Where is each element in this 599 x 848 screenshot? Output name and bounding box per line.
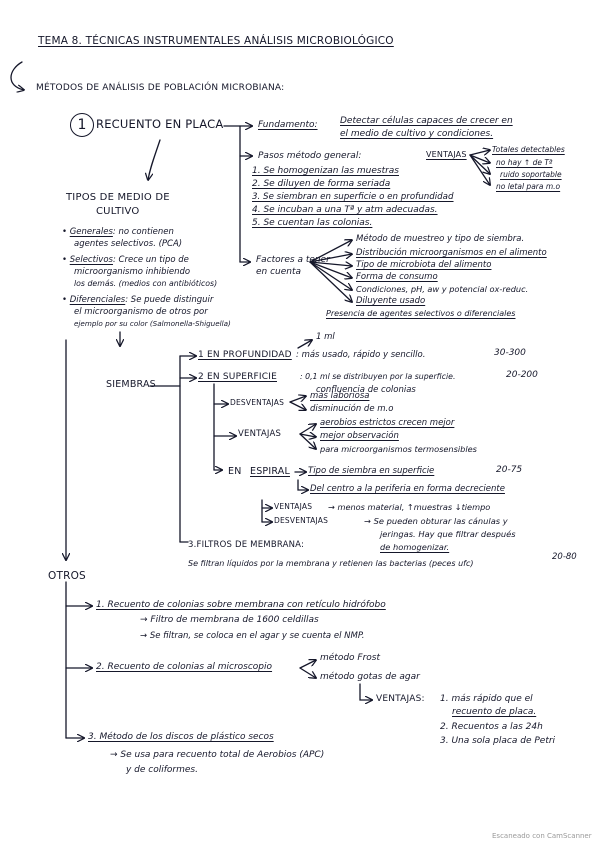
superficie-text: : 0,1 ml se distribuyen por la superfici… [300, 372, 456, 381]
selectivos-line-2: microorganismo inhibiendo [74, 267, 191, 277]
filtros-range: 20-80 [552, 552, 577, 562]
microscopio-ventaja-1b: recuento de placa. [452, 707, 537, 717]
superficie-ventaja-1: aerobios estrictos crecen mejor [320, 418, 455, 428]
superficie-line-2: confluencia de colonias [316, 385, 416, 395]
microscopio-ventajas-label: VENTAJAS: [376, 694, 425, 704]
superficie-range: 20-200 [506, 370, 538, 380]
profundidad-range: 30-300 [494, 348, 526, 358]
diferenciales-line-3: ejemplo por su color (Salmonella-Shiguel… [74, 319, 231, 328]
ventaja-3: ruido soportable [500, 170, 562, 179]
microscopio-method-2: método gotas de agar [320, 672, 420, 682]
tipo-diferenciales: • Diferenciales: Se puede distinguir [62, 295, 214, 305]
scanner-watermark: Escaneado con CamScanner [492, 832, 592, 840]
selectivos-label: Selectivos [69, 255, 113, 265]
factor-3: Tipo de microbiota del alimento [356, 260, 492, 270]
superficie-desventaja-2: disminución de m.o [310, 404, 394, 414]
page-title: TEMA 8. TÉCNICAS INSTRUMENTALES ANÁLISIS… [38, 35, 394, 47]
diferenciales-text: : Se puede distinguir [125, 295, 214, 305]
otros-item-1-sub-2: → Se filtran, se coloca en el agar y se … [140, 631, 365, 641]
espiral-text: Tipo de siembra en superficie [308, 466, 435, 476]
section-number: 1 [77, 117, 87, 133]
ventaja-4: no letal para m.o [496, 182, 561, 191]
superficie-ventaja-3: para microorganismos termosensibles [320, 444, 477, 454]
espiral-desventaja-3: de homogenizar. [380, 542, 450, 552]
paso-1: 1. Se homogenizan las muestras [252, 166, 399, 176]
superficie-desventajas-label: DESVENTAJAS [230, 398, 285, 407]
one-ml-label: 1 ml [316, 332, 335, 342]
recuento-heading: RECUENTO EN PLACA [96, 117, 224, 131]
ventaja-2: no hay ↑ de Tª [496, 158, 553, 167]
espiral-label: ESPIRAL [250, 466, 290, 477]
ventaja-1: Totales detectables [492, 145, 565, 154]
paso-2: 2. Se diluyen de forma seriada [252, 179, 391, 189]
espiral-desventaja-1: → Se pueden obturar las cánulas y [364, 516, 508, 526]
factor-6: Diluyente usado [356, 296, 426, 306]
otros-item-1: 1. Recuento de colonias sobre membrana c… [96, 600, 386, 610]
espiral-range: 20-75 [496, 465, 523, 475]
selectivos-line-3: los demás. (medios con antibióticos) [74, 279, 218, 288]
tipos-heading-2: CULTIVO [96, 206, 140, 217]
siembras-heading: SIEMBRAS [106, 379, 156, 390]
ventajas-label: VENTAJAS [426, 150, 467, 159]
diferenciales-line-2: el microorganismo de otros por [74, 307, 208, 317]
espiral-line-2: Del centro a la periferia en forma decre… [310, 484, 505, 494]
profundidad-text: : más usado, rápido y sencillo. [296, 350, 426, 360]
otros-item-3: 3. Método de los discos de plástico seco… [88, 732, 274, 742]
otros-item-3-sub-1: → Se usa para recuento total de Aerobios… [110, 750, 325, 760]
profundidad-label: 1 EN PROFUNDIDAD [198, 350, 292, 360]
factor-7: Presencia de agentes selectivos o difere… [326, 309, 516, 318]
fundamento-label: Fundamento: [258, 120, 318, 130]
factor-5: Condiciones, pH, aw y potencial ox-reduc… [356, 284, 529, 294]
fundamento-line-2: el medio de cultivo y condiciones. [340, 129, 494, 139]
espiral-prefix: EN [228, 466, 242, 477]
espiral-desventajas-label: DESVENTAJAS [274, 516, 329, 525]
superficie-ventajas-label: VENTAJAS [238, 429, 282, 439]
microscopio-method-1: método Frost [320, 653, 381, 663]
otros-item-2: 2. Recuento de colonias al microscopio [96, 662, 273, 672]
tipos-heading-1: TIPOS DE MEDIO DE [66, 192, 170, 203]
otros-heading: OTROS [48, 570, 86, 582]
factor-2: Distribución microorganismos en el alime… [356, 248, 547, 258]
pasos-label: Pasos método general: [258, 151, 362, 161]
fundamento-line-1: Detectar células capaces de crecer en [340, 116, 513, 126]
selectivos-text: : Crece un tipo de [112, 255, 189, 265]
superficie-label: 2 EN SUPERFICIE [198, 372, 277, 382]
tipo-selectivos: • Selectivos: Crece un tipo de [62, 255, 189, 265]
factor-4: Forma de consumo [356, 272, 438, 282]
espiral-ventajas-label: VENTAJAS [274, 502, 313, 511]
superficie-ventaja-2: mejor observación [320, 431, 399, 441]
factor-1: Método de muestreo y tipo de siembra. [356, 234, 525, 244]
generales-label: Generales [69, 227, 113, 237]
espiral-desventaja-2: jeringas. Hay que filtrar después [380, 529, 516, 539]
generales-line-2: agentes selectivos. (PCA) [74, 239, 183, 249]
espiral-ventajas-text: → menos material, ↑muestras ↓tiempo [328, 502, 491, 512]
superficie-desventaja-1: más laboriosa [310, 391, 370, 401]
filtros-text: Se filtran líquidos por la membrana y re… [188, 559, 474, 568]
otros-item-1-sub-1: → Filtro de membrana de 1600 celdillas [140, 615, 319, 625]
diferenciales-label: Diferenciales [69, 295, 126, 305]
microscopio-ventaja-3: 3. Una sola placa de Petri [440, 736, 556, 746]
generales-text: : no contienen [112, 227, 174, 237]
microscopio-ventaja-1: 1. más rápido que el [440, 694, 533, 704]
factores-label-1: Factores a tener [256, 255, 330, 265]
paso-3: 3. Se siembran en superficie o en profun… [252, 192, 454, 202]
paso-5: 5. Se cuentan las colonias. [252, 218, 373, 228]
section-number-circle: 1 [70, 113, 94, 137]
microscopio-ventaja-2: 2. Recuentos a las 24h [440, 722, 543, 732]
filtros-label: 3.FILTROS DE MEMBRANA: [188, 540, 305, 550]
factores-label-2: en cuenta [256, 267, 302, 277]
paso-4: 4. Se incuban a una Tª y atm adecuadas. [252, 205, 438, 215]
otros-item-3-sub-2: y de coliformes. [126, 765, 198, 775]
section-heading: MÉTODOS DE ANÁLISIS DE POBLACIÓN MICROBI… [36, 83, 285, 93]
tipo-generales: • Generales: no contienen [62, 227, 174, 237]
